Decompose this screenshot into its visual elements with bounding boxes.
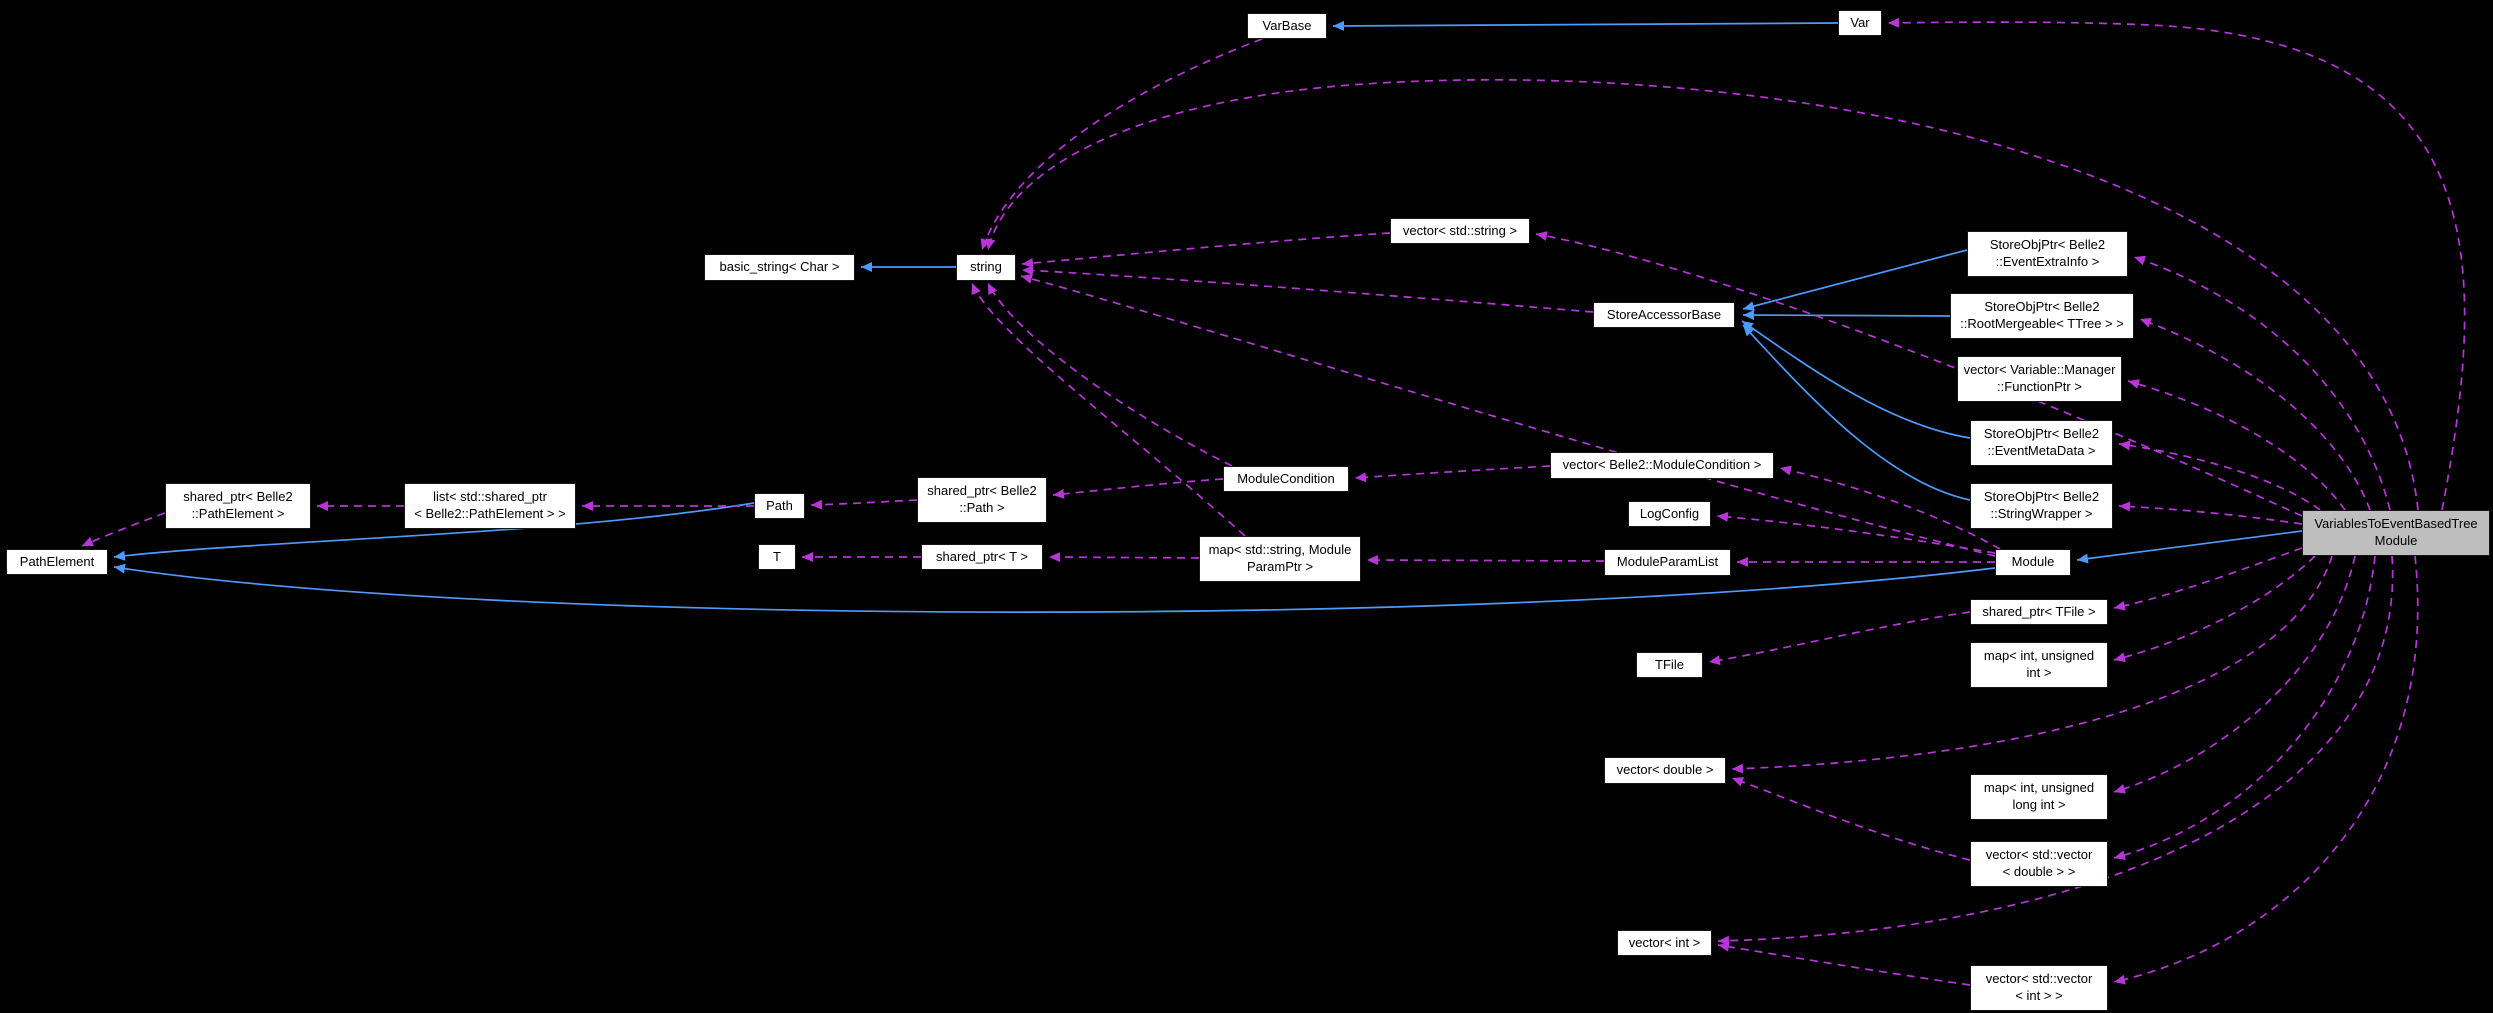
edge-shared-ptr-pathelement-to-pathelement [81,512,166,547]
node-list-shared-ptr-pathelement[interactable]: list< std::shared_ptr < Belle2::PathElem… [404,483,576,529]
edge-main-to-eventmetadata [2118,440,2321,511]
node-moduleparamlist[interactable]: ModuleParamList [1604,549,1731,576]
edge-module-to-string [1020,274,1996,557]
edge-eventmetadata-to-storeaccessorbase [1741,320,1971,439]
edge-main-to-eventextrainfo [2133,255,2391,511]
node-module[interactable]: Module [1995,549,2071,576]
edge-main-to-stringwrapper [2118,501,2303,525]
node-shared-ptr-pathelement[interactable]: shared_ptr< Belle2 ::PathElement > [165,483,311,529]
node-path[interactable]: Path [754,493,805,519]
node-storeobjptr-rootmergeable[interactable]: StoreObjPtr< Belle2 ::RootMergeable< TTr… [1950,293,2134,339]
edge-storeaccessorbase-to-string [1021,265,1594,313]
node-pathelement[interactable]: PathElement [6,549,108,575]
edge-module-to-vector-modulecondition [1779,465,2001,550]
node-shared-ptr-path[interactable]: shared_ptr< Belle2 ::Path > [917,477,1047,523]
edge-map-moduleparamptr-to-string [971,282,1246,537]
edge-vector-string-to-string [1021,232,1391,269]
node-map-moduleparamptr[interactable]: map< std::string, Module ParamPtr > [1199,536,1361,582]
node-logconfig[interactable]: LogConfig [1628,501,1711,527]
edge-main-to-vector-vector-double [2113,555,2376,861]
node-string[interactable]: string [956,254,1016,281]
edge-main-to-functionptr [2127,379,2346,511]
edge-main-to-vector-vector-int [2113,555,2419,985]
edge-modulecondition-to-string [987,282,1233,467]
edge-vector-vector-double-to-vector-double [1731,777,1971,861]
edge-var-to-varbase [1332,20,1839,31]
edge-eventextrainfo-to-storeaccessorbase [1742,249,1968,312]
node-vector-double[interactable]: vector< double > [1604,757,1726,784]
edge-shared-ptr-tfile-to-tfile [1708,611,1971,666]
edge-varbase-to-string [980,38,1263,251]
node-vector-modulecondition[interactable]: vector< Belle2::ModuleCondition > [1550,452,1774,479]
edge-moduleparamlist-to-map-moduleparamptr [1366,555,1605,566]
node-tfile[interactable]: TFile [1636,652,1703,678]
node-map-int-ulong[interactable]: map< int, unsigned long int > [1970,774,2108,820]
edge-main-to-map-int-ulong [2113,555,2356,794]
edge-main-to-shared-ptr-tfile [2113,547,2303,611]
edge-main-to-vector-double [1731,555,2333,774]
node-storeobjptr-eventextrainfo[interactable]: StoreObjPtr< Belle2 ::EventExtraInfo > [1967,231,2128,277]
node-vector-vector-double[interactable]: vector< std::vector < double > > [1970,841,2108,887]
node-modulecondition[interactable]: ModuleCondition [1223,466,1349,492]
edge-modulecondition-to-shared-ptr-path [1052,478,1224,499]
node-varbase[interactable]: VarBase [1247,13,1327,39]
node-basic-string[interactable]: basic_string< Char > [704,254,855,281]
node-map-int-uint[interactable]: map< int, unsigned int > [1970,642,2108,688]
edge-main-to-module [2076,530,2303,564]
node-vector-string[interactable]: vector< std::string > [1390,218,1530,244]
node-shared-ptr-t[interactable]: shared_ptr< T > [921,544,1043,570]
edge-shared-ptr-path-to-path [810,499,918,510]
node-storeaccessorbase[interactable]: StoreAccessorBase [1593,302,1735,328]
edge-module-to-pathelement [113,563,1996,613]
node-var[interactable]: Var [1838,10,1882,36]
node-t[interactable]: T [758,544,796,570]
node-vector-functionptr[interactable]: vector< Variable::Manager ::FunctionPtr … [1957,356,2122,402]
node-variablestoeventbasedtreemodule: VariablesToEventBasedTree Module [2302,510,2490,556]
edge-main-to-vector-int [1717,555,2394,946]
node-storeobjptr-stringwrapper[interactable]: StoreObjPtr< Belle2 ::StringWrapper > [1970,483,2113,529]
edge-path-to-pathelement [113,502,755,561]
edge-rootmergeable-to-storeaccessorbase [1742,310,1951,321]
edge-module-to-logconfig [1716,511,1996,554]
edge-main-to-map-int-uint [2113,555,2316,663]
edge-vector-vector-int-to-vector-int [1717,941,1971,986]
edge-main-to-string-top [985,78,2419,511]
node-vector-vector-int[interactable]: vector< std::vector < int > > [1970,965,2108,1011]
edge-map-moduleparamptr-to-shared-ptr-t [1048,552,1200,563]
node-vector-int[interactable]: vector< int > [1617,930,1712,956]
edge-main-to-var [1887,17,2466,511]
node-storeobjptr-eventmetadata[interactable]: StoreObjPtr< Belle2 ::EventMetaData > [1970,420,2113,466]
node-shared-ptr-tfile[interactable]: shared_ptr< TFile > [1970,599,2108,625]
edge-stringwrapper-to-storeaccessorbase [1742,324,1971,501]
edge-main-to-rootmergeable [2139,318,2371,511]
edge-vector-modulecondition-to-modulecondition [1354,465,1551,483]
